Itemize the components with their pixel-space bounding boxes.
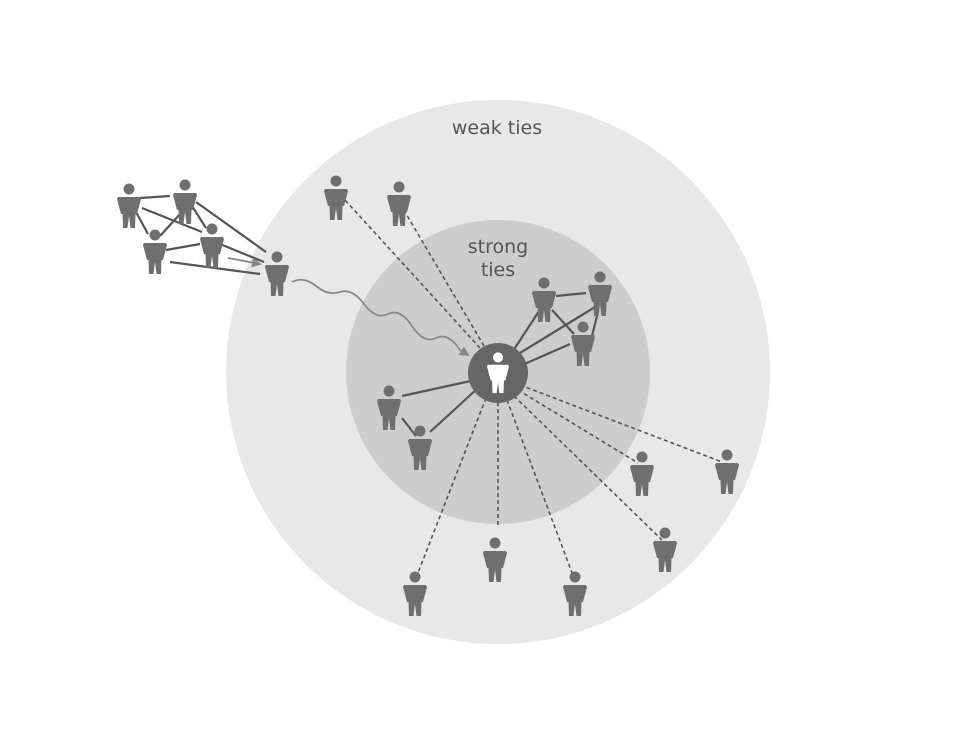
weak-tie-line (517, 389, 639, 464)
cluster-line (159, 213, 181, 237)
bridge-arrows (227, 257, 470, 357)
strong-tie-line (401, 417, 417, 437)
person-icon (117, 183, 141, 228)
strong-tie-lines (401, 291, 601, 437)
weak-tie-line (404, 211, 485, 347)
person-icon (200, 223, 224, 268)
cluster-line (169, 260, 261, 276)
strong-ties-label-line2: ties (481, 259, 515, 281)
strong-tie-line (429, 387, 479, 433)
cluster-line (195, 201, 267, 253)
strong-tie-line (401, 378, 476, 398)
weak-tie-lines (344, 199, 723, 579)
weak-tie-line (506, 399, 575, 579)
bridge-arrow-in (227, 257, 262, 268)
strong-tie-line (590, 311, 600, 337)
strong-ties-label-line1: strong (468, 236, 528, 258)
cluster-line (165, 242, 201, 252)
strong-tie-line (555, 291, 587, 298)
weak-tie-line (519, 384, 723, 463)
weak-ties-label: weak ties (452, 117, 542, 139)
cluster-line (135, 211, 149, 235)
person-icon (143, 229, 167, 274)
bridge-arrow-center (291, 278, 470, 357)
strong-tie-line (551, 309, 575, 335)
cluster-line (139, 194, 171, 200)
strong-tie-line (514, 303, 601, 357)
cluster-line (141, 206, 203, 234)
weak-tie-line (344, 199, 481, 349)
outside-cluster-lines (135, 194, 267, 276)
cluster-line (191, 205, 207, 229)
strong-tie-line (519, 342, 571, 368)
